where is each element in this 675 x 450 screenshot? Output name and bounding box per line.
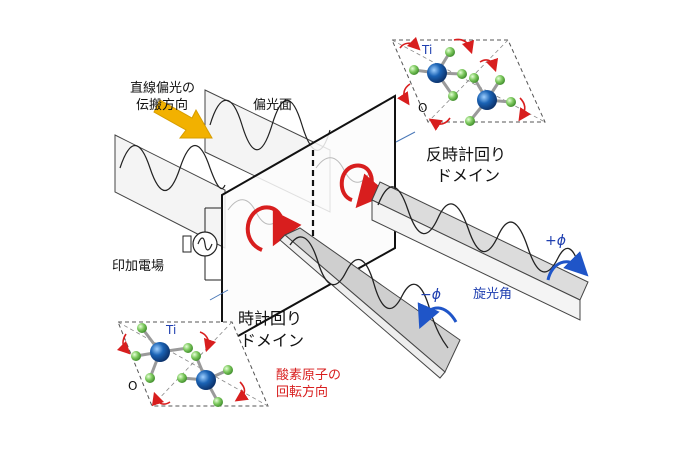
wave-curve (377, 186, 581, 273)
plate-outline (221, 94, 396, 347)
oxygen-atom (495, 75, 505, 85)
rotation-angle-label: 旋光角 (473, 287, 512, 302)
outgoing-wave-ribbon-minus (279, 227, 461, 379)
oxygen-atom (177, 373, 187, 383)
ti-label-top: Ti (421, 43, 432, 57)
crystal-inset-ccw (391, 36, 546, 131)
leader-line (395, 131, 416, 143)
oxygen-atom (223, 365, 233, 375)
propagation-label-line1: 直線偏光の (130, 80, 195, 96)
ac-source-icon (182, 207, 222, 281)
polarization-plane-label: 偏光面 (253, 98, 292, 113)
oxygen-atom (409, 65, 419, 75)
cw-domain-label-line1: 時計回り (238, 309, 302, 328)
oxygen-atom (183, 343, 193, 353)
oxygen-atom (469, 73, 479, 83)
ccw-rotation-arrow-icon (339, 163, 389, 209)
oxygen-atom (137, 323, 147, 333)
ccw-domain-label-line1: 反時計回り (426, 145, 506, 164)
ti-atom (427, 63, 447, 83)
ti-label-bottom: Ti (165, 323, 176, 337)
propagation-arrow-icon (153, 99, 213, 139)
plus-phi-arrow-icon (546, 251, 589, 281)
minus-phi-label: −ϕ (420, 287, 441, 303)
ti-atom (196, 370, 216, 390)
oxygen-rotation-label-line1: 酸素原子の (276, 368, 341, 383)
applied-field-label: 印加電場 (112, 259, 164, 274)
minus-phi-arrow-icon (417, 302, 458, 330)
cw-rotation-arrow-icon (245, 205, 302, 252)
plus-phi-label: +ϕ (545, 233, 566, 249)
oxygen-rotation-label-line2: 回転方向 (276, 384, 328, 400)
oxygen-atom (448, 91, 458, 101)
crystal-inset-cw (116, 321, 269, 407)
o-label-bottom: O (128, 379, 137, 393)
oxygen-atom (191, 351, 201, 361)
oxygen-atom (445, 47, 455, 57)
outgoing-wave-ribbon-plus (371, 181, 589, 321)
oxygen-atom (506, 97, 516, 107)
oxygen-atom (131, 351, 141, 361)
propagation-label-line2: 伝搬方向 (136, 97, 188, 113)
o-label-top: O (418, 101, 427, 115)
ccw-domain-label-line2: ドメイン (436, 166, 500, 185)
oxygen-atom (465, 116, 475, 126)
wave-curve (119, 145, 226, 191)
cw-domain-label-line2: ドメイン (240, 331, 304, 350)
leader-line (209, 289, 229, 301)
oxygen-atom (213, 397, 223, 407)
oxygen-atom (457, 69, 467, 79)
oxygen-atom (145, 373, 155, 383)
ti-atom (150, 342, 170, 362)
ti-atom (477, 90, 497, 110)
sample-plate (221, 94, 396, 347)
